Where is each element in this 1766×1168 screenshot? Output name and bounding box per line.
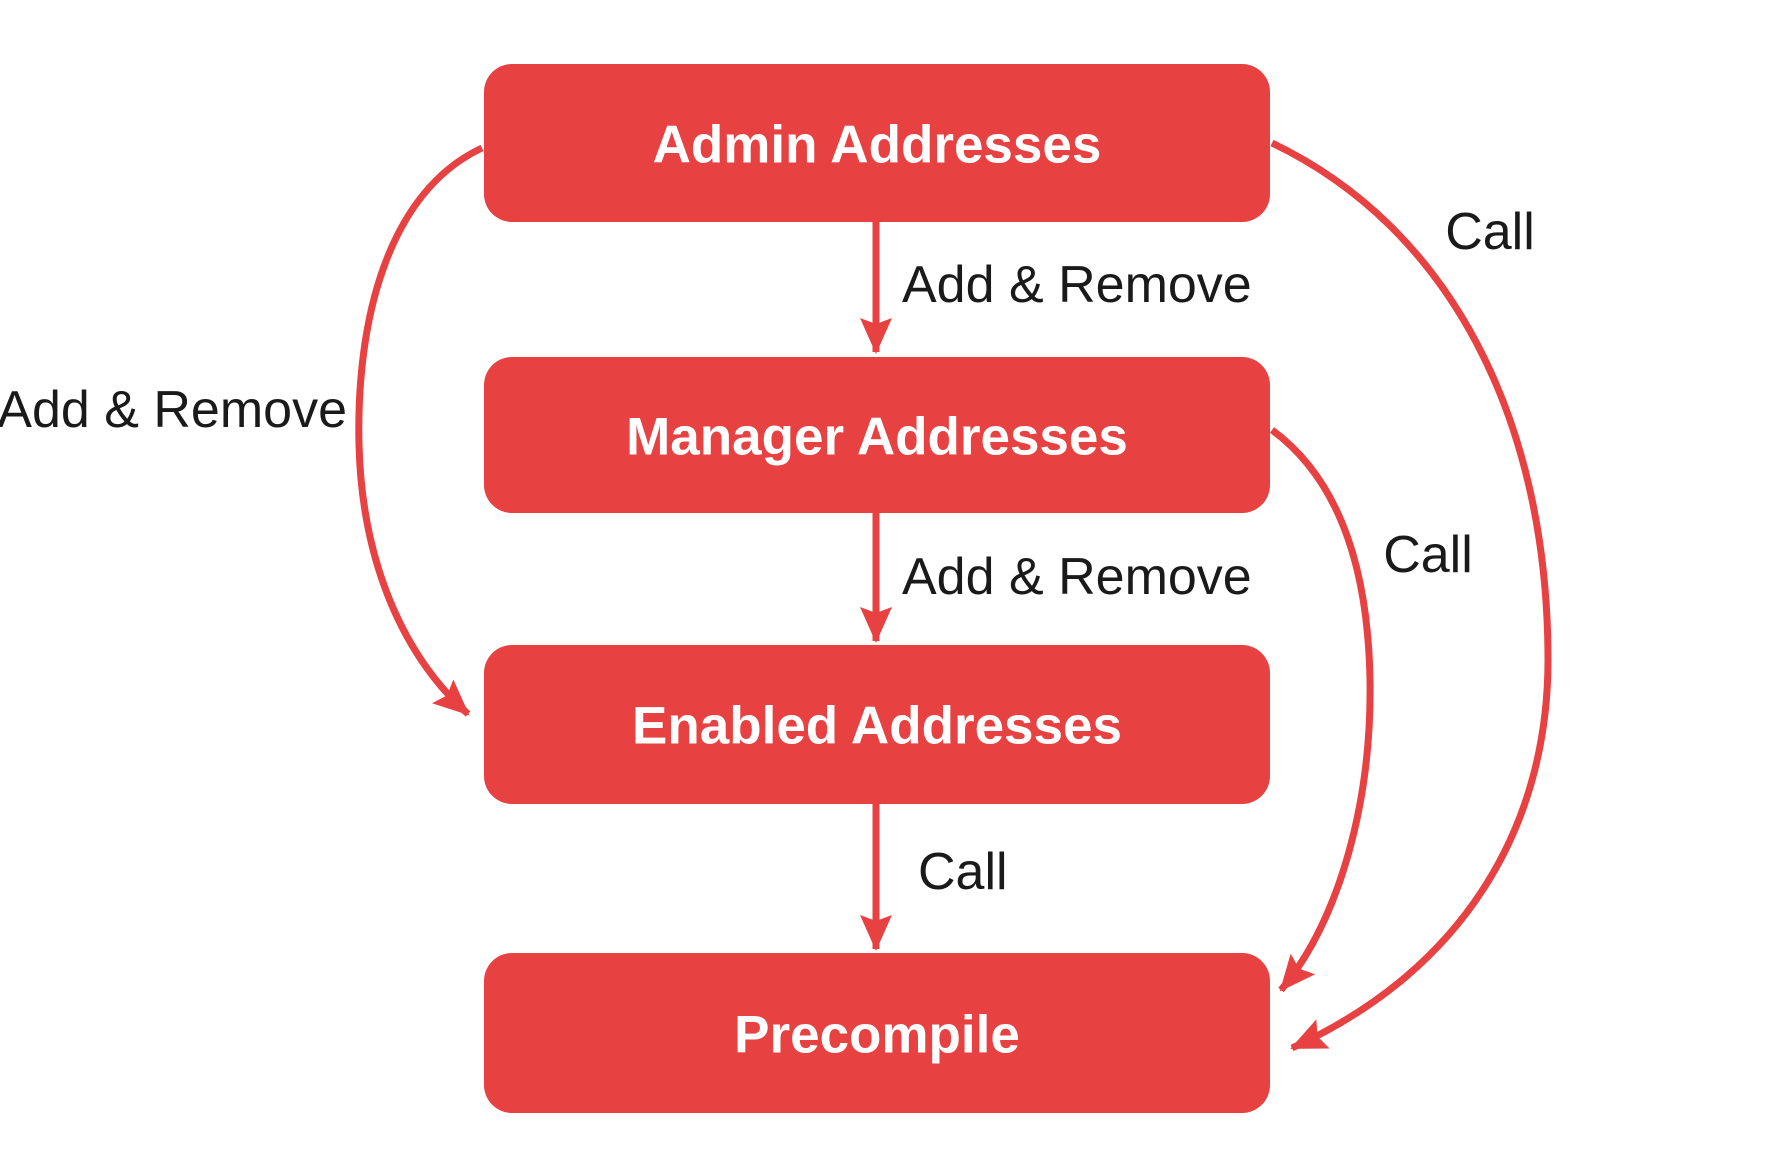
edge-label-admin-precompile: Call [1445, 203, 1535, 261]
node-manager-addresses: Manager Addresses [484, 357, 1270, 513]
edges-layer [355, 139, 1552, 1052]
node-enabled-addresses: Enabled Addresses [484, 645, 1270, 804]
nodes-layer: Admin Addresses Manager Addresses Enable… [484, 64, 1270, 1113]
node-precompile-label: Precompile [734, 1006, 1020, 1065]
edge-manager-to-precompile [1269, 427, 1374, 993]
edge-label-admin-manager: Add & Remove [902, 256, 1252, 314]
edge-label-enabled-precompile: Call [918, 843, 1008, 901]
node-precompile-box [484, 953, 1270, 1113]
edge-admin-to-precompile [1270, 139, 1552, 1052]
edge-admin-to-enabled [355, 144, 484, 717]
node-manager-addresses-box [484, 357, 1270, 513]
node-manager-addresses-label: Manager Addresses [626, 408, 1128, 467]
node-admin-addresses-label: Admin Addresses [653, 116, 1102, 175]
edge-label-manager-precompile: Call [1383, 526, 1473, 584]
node-admin-addresses: Admin Addresses [484, 64, 1270, 222]
node-enabled-addresses-box [484, 645, 1270, 804]
edge-label-admin-enabled: Add & Remove [0, 381, 347, 439]
node-precompile: Precompile [484, 953, 1270, 1113]
edge-labels-layer: Add & Remove Add & Remove Call Add & Rem… [0, 203, 1535, 901]
node-enabled-addresses-label: Enabled Addresses [632, 697, 1122, 756]
node-admin-addresses-box [484, 64, 1270, 222]
edge-label-manager-enabled: Add & Remove [902, 548, 1252, 606]
